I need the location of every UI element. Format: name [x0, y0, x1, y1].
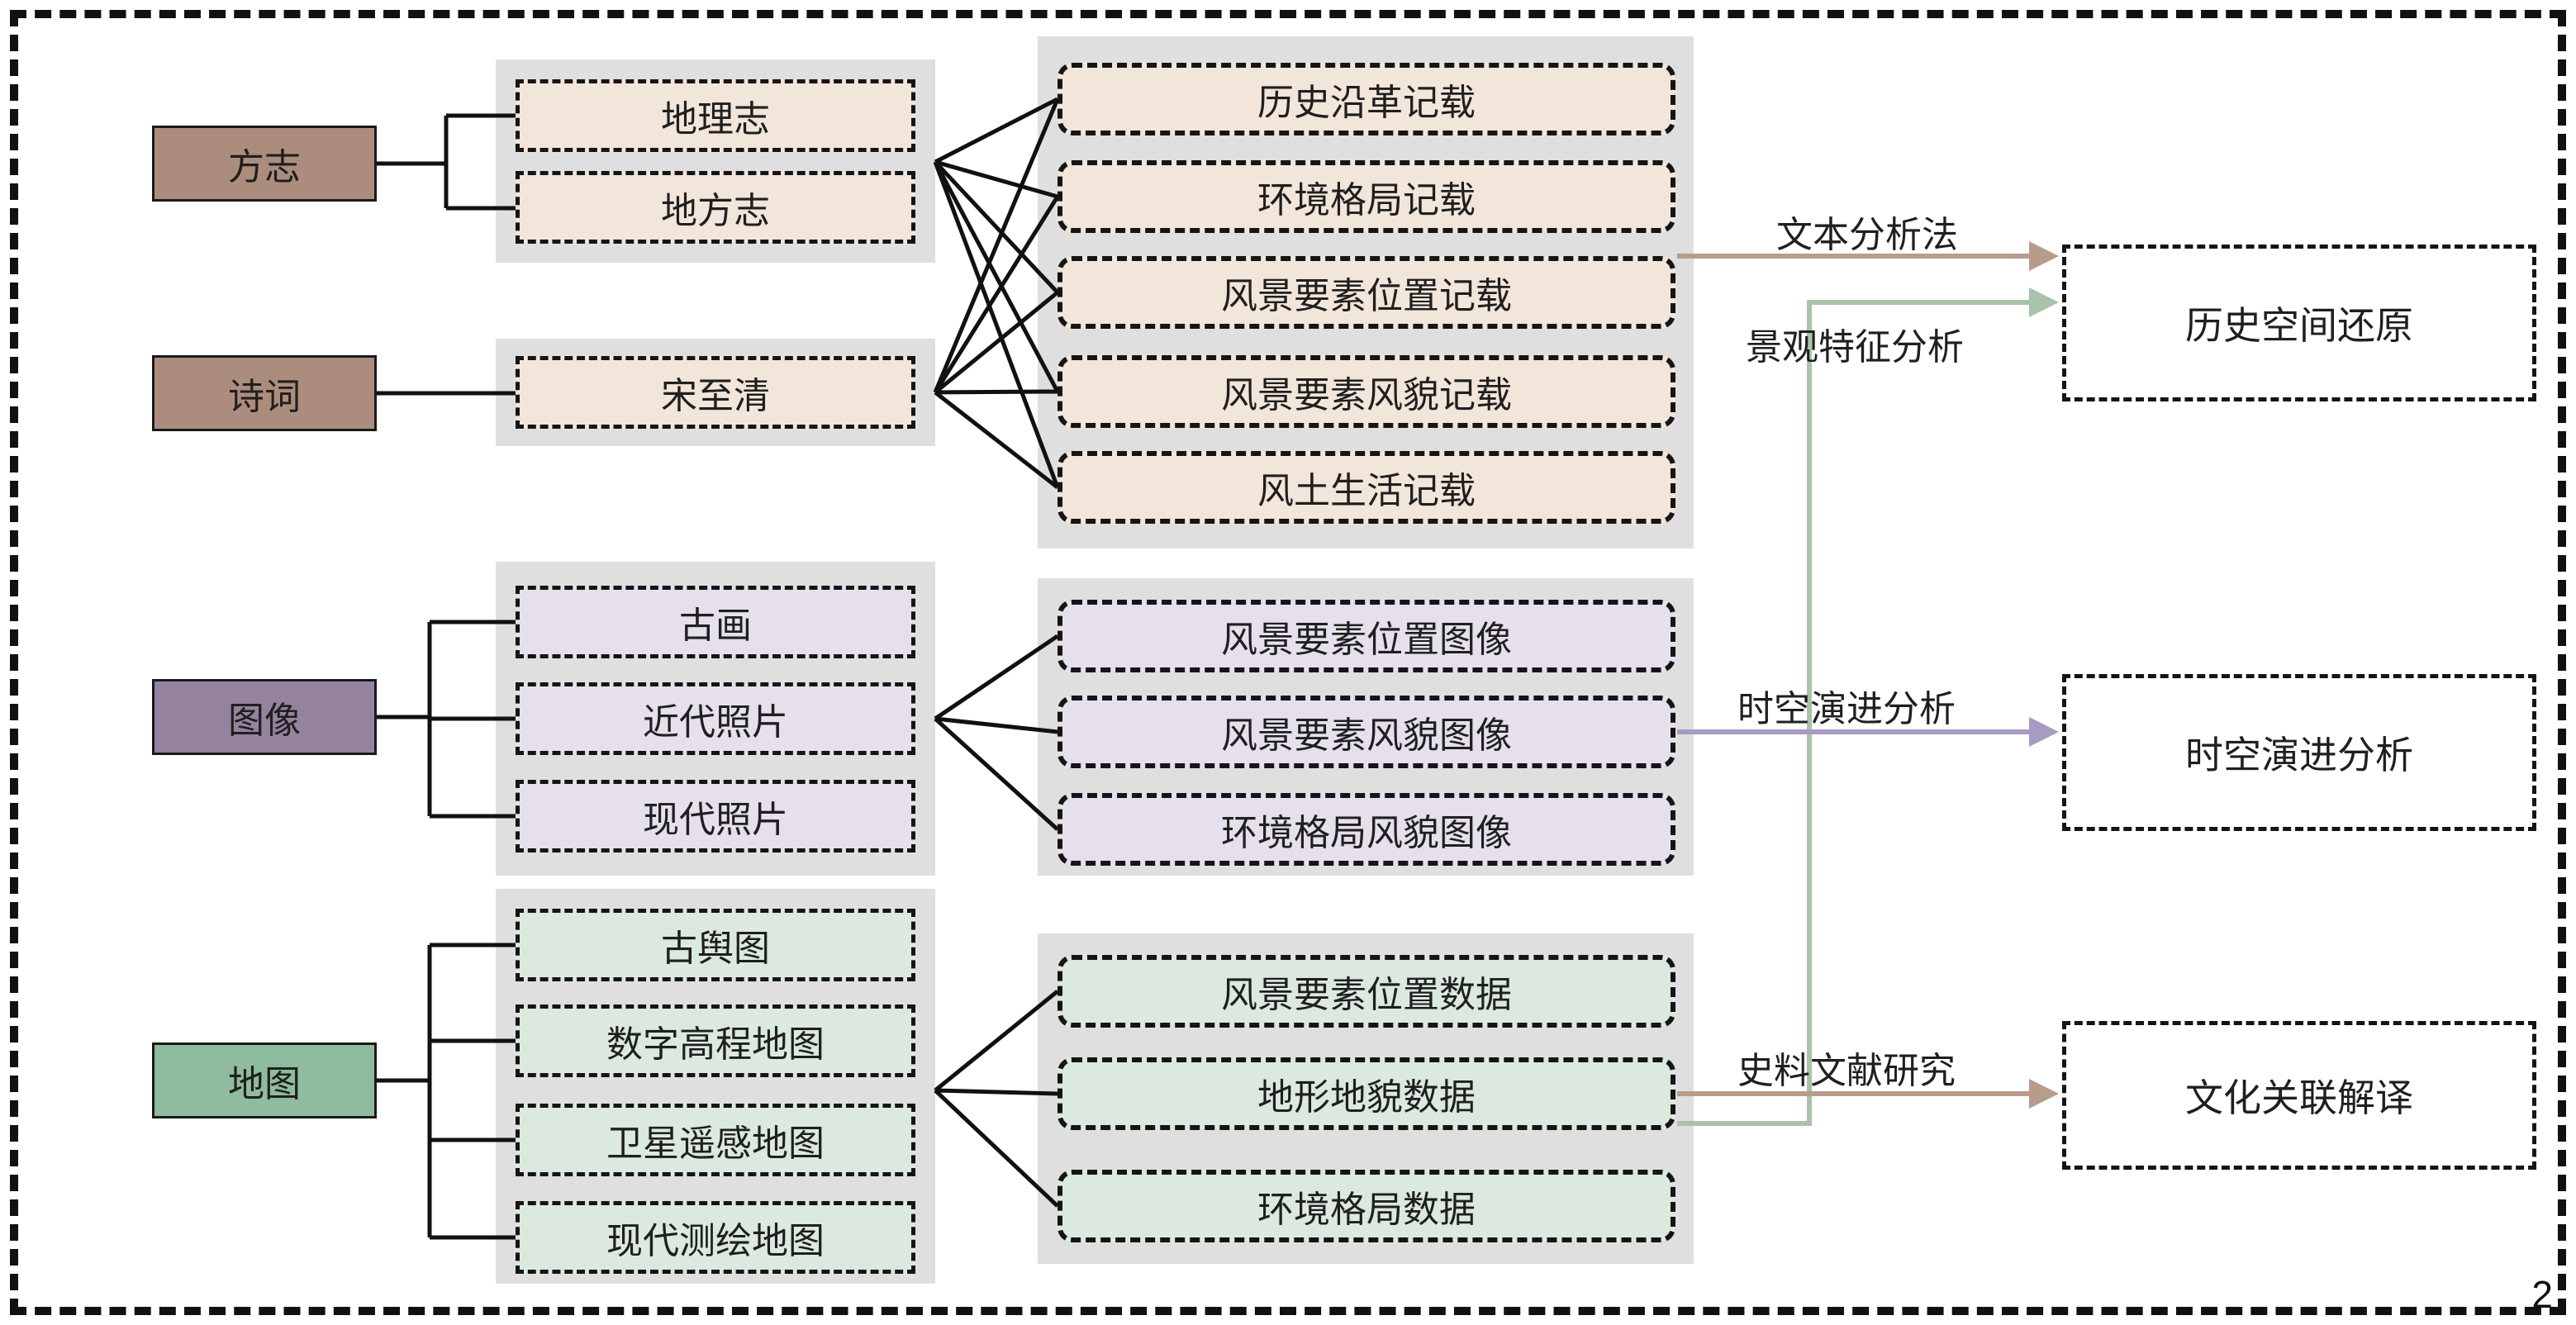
image-box-element-location: 风景要素位置图像: [1057, 600, 1675, 672]
data-box-environment: 环境格局数据: [1057, 1170, 1675, 1242]
image-box-environment: 环境格局风貌图像: [1057, 793, 1675, 866]
subtype-box-survey-map: 现代测绘地图: [516, 1201, 915, 1274]
outcome-box-historical-space: 历史空间还原: [2062, 245, 2536, 401]
record-box-element-location: 风景要素位置记载: [1057, 256, 1675, 329]
data-box-terrain: 地形地貌数据: [1057, 1057, 1675, 1130]
subtype-box-guhua: 古画: [516, 586, 915, 658]
source-box-fangzhi: 方志: [152, 126, 377, 202]
data-box-element-location: 风景要素位置数据: [1057, 955, 1675, 1028]
method-label-spatiotemporal: 时空演进分析: [1737, 689, 1956, 729]
subtype-box-difangzhi: 地方志: [516, 171, 915, 244]
source-box-ditu: 地图: [152, 1042, 377, 1118]
diagram-frame: [10, 10, 2566, 1315]
record-box-environment: 环境格局记载: [1057, 160, 1675, 233]
subtype-box-jindai-photo: 近代照片: [516, 682, 915, 755]
method-label-text-analysis: 文本分析法: [1776, 215, 1958, 255]
method-label-historical-docs: 史料文献研究: [1737, 1051, 1956, 1091]
subtype-box-songzhiqing: 宋至清: [516, 356, 915, 429]
image-box-element-appearance: 风景要素风貌图像: [1057, 696, 1675, 768]
subtype-box-xiandai-photo: 现代照片: [516, 780, 915, 852]
record-box-history: 历史沿革记载: [1057, 63, 1675, 135]
source-box-tuxiang: 图像: [152, 679, 377, 755]
subtype-box-guyutu: 古舆图: [516, 909, 915, 981]
record-box-local-life: 风土生活记载: [1057, 451, 1675, 524]
subtype-box-satellite-map: 卫星遥感地图: [516, 1104, 915, 1176]
subtype-box-dem-map: 数字高程地图: [516, 1004, 915, 1077]
page-number: 2: [2531, 1273, 2553, 1316]
outcome-box-cultural: 文化关联解译: [2062, 1021, 2536, 1170]
outcome-box-spatiotemporal: 时空演进分析: [2062, 674, 2536, 831]
method-label-landscape-feature: 景观特征分析: [1746, 327, 1964, 368]
record-box-element-appearance: 风景要素风貌记载: [1057, 355, 1675, 428]
subtype-box-dilizhi: 地理志: [516, 79, 915, 152]
source-box-shici: 诗词: [152, 355, 377, 431]
